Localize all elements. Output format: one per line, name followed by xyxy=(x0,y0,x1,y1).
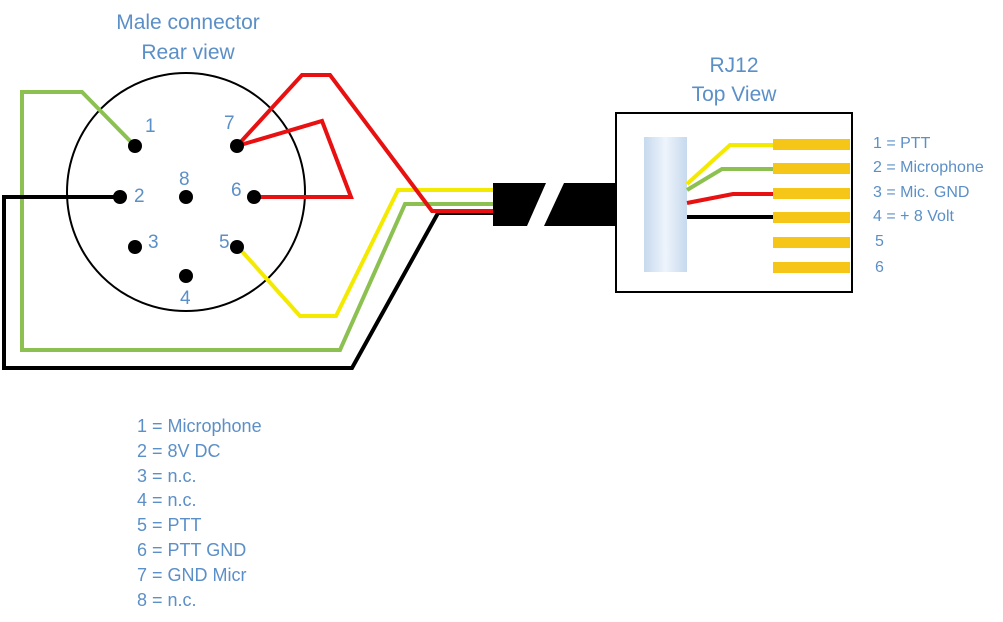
rj12-contact-5 xyxy=(773,237,850,248)
pin-label-6: 6 xyxy=(231,180,242,201)
rj12-contact-6 xyxy=(773,262,850,273)
connector-title-line1: Male connector xyxy=(116,11,260,34)
pin-7-dot xyxy=(230,139,244,153)
connector-title-line2: Rear view xyxy=(141,41,235,64)
legend-item-2: 2 = 8V DC xyxy=(137,440,221,461)
rj12-title-line2: Top View xyxy=(691,83,777,106)
wire-red-pin7 xyxy=(235,73,495,213)
pin-label-4: 4 xyxy=(180,288,191,309)
legend-item-7: 7 = GND Micr xyxy=(137,564,247,585)
wire-yellow xyxy=(237,188,495,318)
rj12-wire-yellow xyxy=(685,143,773,186)
legend-item-4: 4 = n.c. xyxy=(137,490,197,511)
rj12-contact-3 xyxy=(773,188,850,199)
rj12-contact-label-1: 1 = PTT xyxy=(873,135,931,152)
pin-8-dot xyxy=(179,190,193,204)
wire-green xyxy=(20,90,495,352)
legend-item-8: 8 = n.c. xyxy=(137,589,197,610)
pin-label-8: 8 xyxy=(179,169,190,190)
cable-left xyxy=(493,183,546,226)
rj12-contact-label-5: 5 xyxy=(875,233,884,250)
legend-item-6: 6 = PTT GND xyxy=(137,539,247,560)
rj12-contact-label-2: 2 = Microphone xyxy=(873,159,984,176)
wire-black xyxy=(2,195,495,370)
pin-label-1: 1 xyxy=(145,116,156,137)
pin-4-dot xyxy=(179,269,193,283)
pin-5-dot xyxy=(230,240,244,254)
pin-1-dot xyxy=(128,139,142,153)
pin-label-3: 3 xyxy=(148,232,159,253)
pin-label-5: 5 xyxy=(219,232,230,253)
rj12-contact-2 xyxy=(773,163,850,174)
rj12-title-line1: RJ12 xyxy=(709,54,759,77)
rj12-contact-4 xyxy=(773,212,850,223)
legend-item-1: 1 = Microphone xyxy=(137,416,262,436)
rj12-contact-1 xyxy=(773,139,850,150)
rj12-wire-red xyxy=(686,192,773,205)
legend-item-3: 3 = n.c. xyxy=(137,465,197,486)
pin-6-dot xyxy=(247,190,261,204)
pin-label-7: 7 xyxy=(224,113,235,134)
pin-3-dot xyxy=(128,240,142,254)
rj12-cable-jacket xyxy=(644,137,687,272)
rj12-contact-label-6: 6 xyxy=(875,259,884,276)
rj12-contact-label-3: 3 = Mic. GND xyxy=(873,184,970,201)
legend-item-5: 5 = PTT xyxy=(137,515,202,536)
rj12-contact-label-4: 4 = + 8 Volt xyxy=(873,208,954,225)
rj12-wire-green xyxy=(685,167,773,192)
pin-2-dot xyxy=(113,190,127,204)
pin-label-2: 2 xyxy=(134,186,145,207)
pin-legend: 1 = Microphone 2 = 8V DC 3 = n.c. 4 = n.… xyxy=(137,414,262,612)
wire-red-pin6 xyxy=(236,118,354,199)
connector-body xyxy=(66,72,306,312)
